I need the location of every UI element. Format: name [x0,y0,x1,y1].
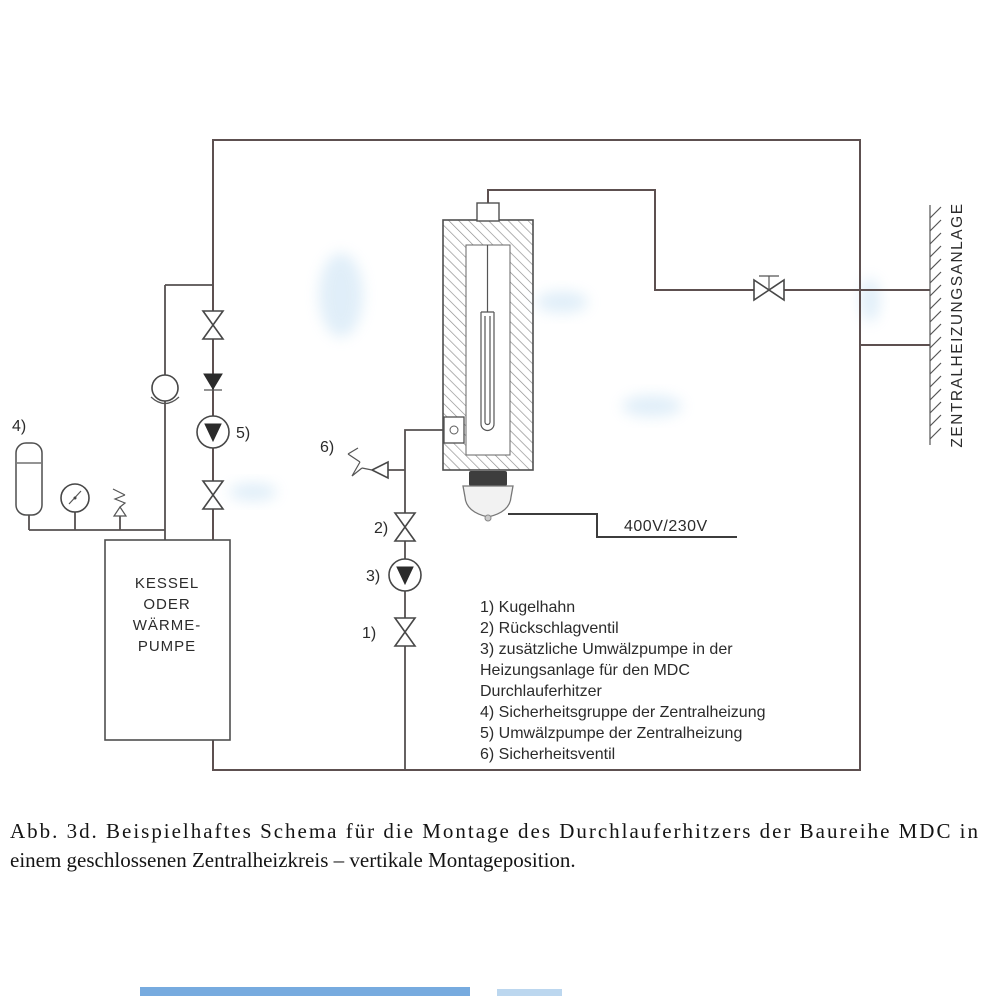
piping [28,139,930,771]
heater-supply-pipe [487,189,930,291]
safety-valve-6 [370,460,389,480]
valve-1 [393,617,417,647]
boiler-label-line4: PUMPE [138,638,196,655]
mdc-heater [442,202,534,522]
supply-shutoff-valve [753,275,785,302]
legend-line-8: 6) Sicherheitsventil [480,746,615,763]
valve-2 [393,512,417,542]
ball-valve-bottom [201,480,225,510]
central-heating-wall: ZENTRALHEIZUNGSANLAGE [929,202,966,448]
legend-line-7: 5) Umwälzpumpe der Zentralheizung [480,725,742,742]
heating-element [480,245,495,432]
heater-bottom-cover [462,485,514,518]
legend-line-6: 4) Sicherheitsgruppe der Zentralheizung [480,704,766,721]
boiler: KESSEL ODER WÄRME- PUMPE [104,539,231,741]
heater-collar [469,471,507,486]
air-vent-arc [150,396,180,405]
heater-top-cap [476,202,500,222]
scan-artifacts [229,253,880,501]
wall-label: ZENTRALHEIZUNGSANLAGE [949,202,966,447]
callout-labels: 4) 5) 6) 2) 3) 1) [12,418,388,642]
legend-line-3: 3) zusätzliche Umwälzpumpe in der [480,641,733,658]
heating-element-inner [484,316,491,426]
pump-5-rotor [204,423,222,443]
legend-line-2: 2) Rückschlagventil [480,620,619,637]
left-riser-fittings [150,310,230,510]
legend: 1) Kugelhahn 2) Rückschlagventil 3) zusä… [480,599,766,763]
heater-inlet-port [449,425,459,435]
legend-line-4: Heizungsanlage für den MDC [480,662,690,679]
heater-bottom-nub [484,514,492,522]
wall-hatching [929,206,942,440]
callout-6: 6) [320,439,334,456]
expansion-vessel [15,442,43,516]
caption-line-2: einem geschlossenen Zentralheizkreis – v… [10,848,576,872]
caption-line-1: Abb. 3d. Beispielhaftes Schema für die M… [10,819,978,843]
boiler-box [104,539,231,741]
boiler-label-line3: WÄRME- [133,617,202,634]
main-loop-pipe [212,139,861,771]
callout-5: 5) [236,425,250,442]
callout-2: 2) [374,520,388,537]
air-vent [151,374,179,402]
middle-branch-fittings [347,447,422,647]
legend-line-1: 1) Kugelhahn [480,599,575,616]
group-safety-valve [112,488,128,517]
callout-1: 1) [362,625,376,642]
boiler-bypass-pipe [164,284,213,540]
voltage-label: 400V/230V [624,518,708,535]
heater-branch-pipe [404,429,447,770]
callout-4: 4) [12,418,26,435]
safety-group [15,442,128,517]
legend-line-5: Durchlauferhitzer [480,683,603,700]
power-supply: 400V/230V [508,513,737,538]
boiler-label-line1: KESSEL [135,575,199,592]
figure-caption: Abb. 3d. Beispielhaftes Schema für die M… [10,819,978,872]
pump-3-rotor [396,566,414,586]
bottom-scan-bar [140,987,562,996]
power-cable [508,513,737,538]
boiler-label-line2: ODER [143,596,190,613]
ball-valve-top [201,310,225,340]
callout-3: 3) [366,568,380,585]
safety-group-pipe [28,512,165,531]
heater-inlet-block [443,416,465,444]
check-valve [203,373,223,390]
gauge-pivot [73,496,77,500]
safety-valve-6-spring [347,447,373,477]
